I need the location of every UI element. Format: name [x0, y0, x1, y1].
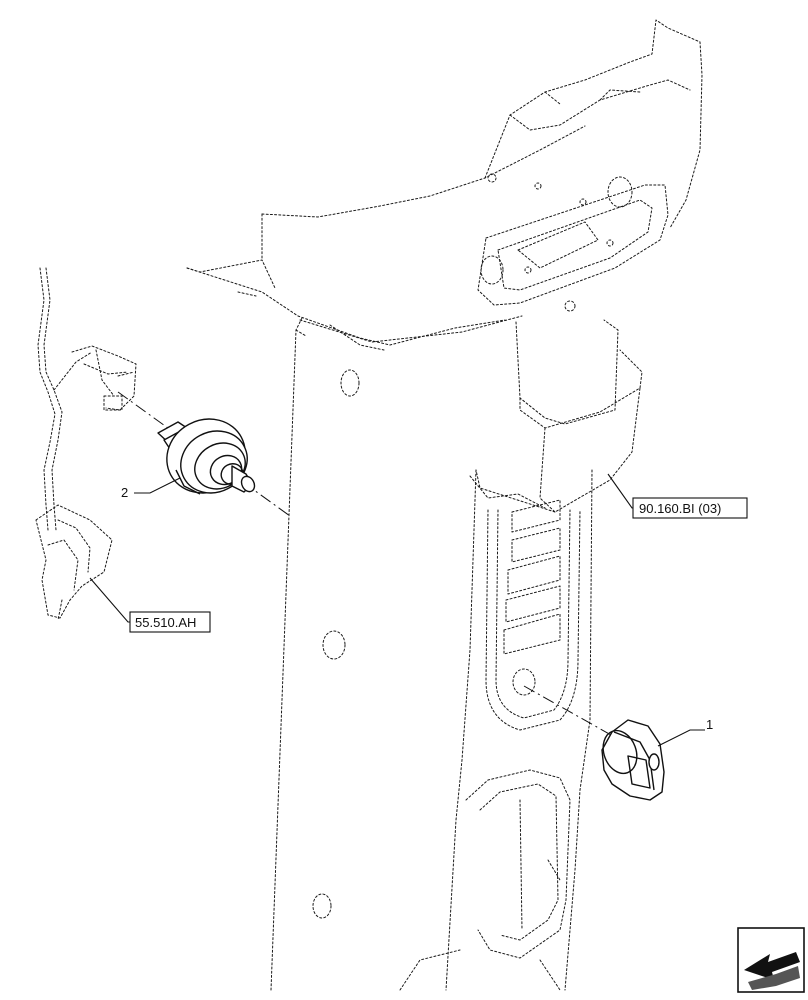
rotary-switch [157, 418, 256, 495]
ref-box-upper[interactable]: 90.160.BI (03) [632, 497, 748, 519]
ref-box-lower[interactable]: 55.510.AH [129, 611, 211, 633]
leader-item-1 [657, 729, 705, 747]
wiring-harness [35, 267, 137, 621]
callout-item-2: 2 [121, 485, 128, 500]
switch-axis-line [117, 391, 291, 517]
knob-axis-line [523, 685, 621, 741]
cab-pillar-outline [186, 19, 703, 991]
ref-lower-label: 55.510.AH [135, 615, 196, 630]
next-page-arrow-icon[interactable] [737, 927, 805, 993]
rotary-knob [601, 719, 665, 801]
callout-item-1: 1 [706, 717, 713, 732]
ref-upper-label: 90.160.BI (03) [639, 501, 721, 516]
leader-ref-lower [89, 577, 132, 623]
leader-item-2 [134, 477, 181, 494]
